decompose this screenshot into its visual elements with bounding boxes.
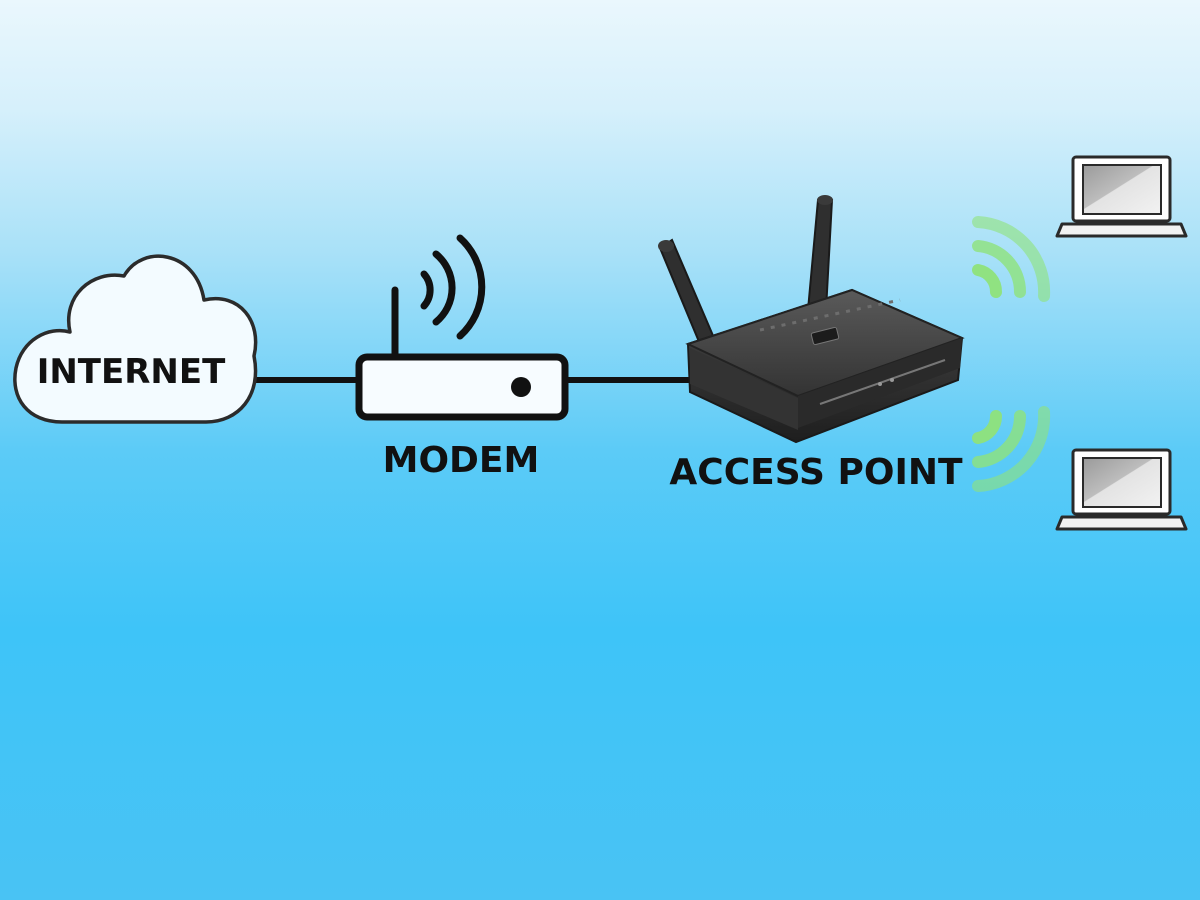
- internet-label: INTERNET: [37, 352, 226, 392]
- cloud-icon: [13, 254, 258, 424]
- laptop-icon: [1055, 155, 1188, 238]
- wifi-signal-icon: [972, 216, 1051, 302]
- modem-icon: [355, 286, 569, 421]
- router-icon: [658, 195, 965, 444]
- wifi-signal-icon: [972, 406, 1051, 492]
- wifi-signal-icon: [420, 234, 486, 340]
- access-point-label: ACCESS POINT: [669, 452, 963, 493]
- modem-label: MODEM: [383, 440, 540, 481]
- laptop-icon: [1055, 448, 1188, 531]
